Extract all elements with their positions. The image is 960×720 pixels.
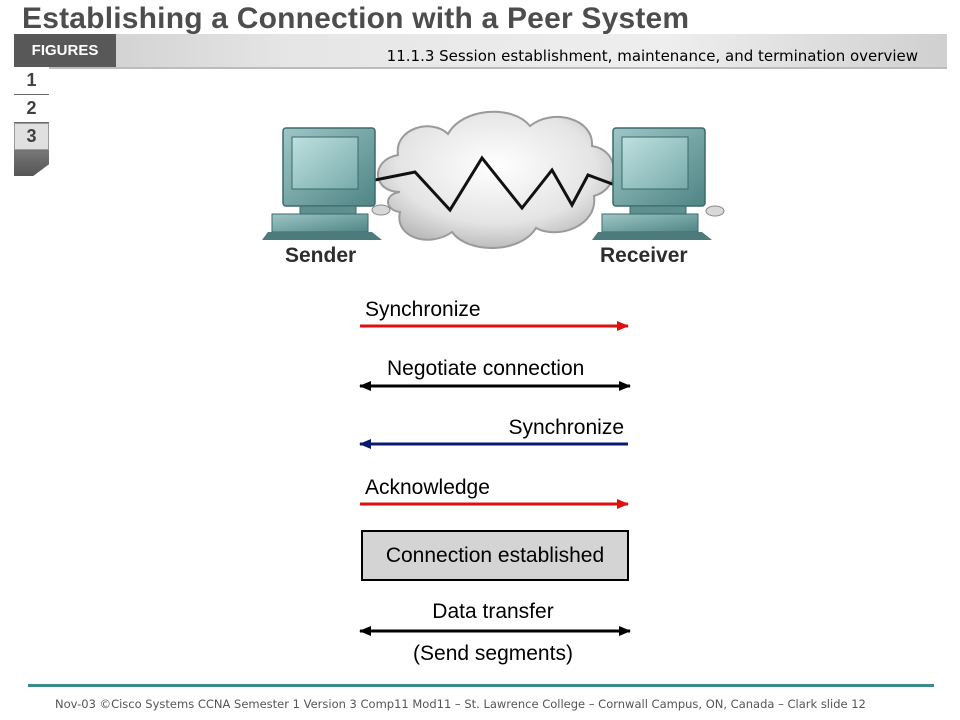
sender-label: Sender <box>285 244 356 267</box>
step-4-label: Acknowledge <box>365 476 490 499</box>
section-subtitle: 11.1.3 Session establishment, maintenanc… <box>386 47 918 65</box>
figure-nav: 1 2 3 <box>14 67 49 176</box>
data-transfer-sublabel: (Send segments) <box>413 642 573 665</box>
footer-divider <box>28 684 934 687</box>
figure-1-button[interactable]: 1 <box>14 67 49 95</box>
receiver-label: Receiver <box>600 244 688 267</box>
network-cloud-icon <box>377 110 615 249</box>
footer-text: Nov-03 ©Cisco Systems CCNA Semester 1 Ve… <box>55 697 866 711</box>
sender-computer-icon <box>262 127 391 240</box>
connection-established-label: Connection established <box>386 544 604 567</box>
figure-2-button[interactable]: 2 <box>14 95 49 123</box>
page-title: Establishing a Connection with a Peer Sy… <box>22 2 690 35</box>
section-banner <box>14 34 947 69</box>
step-3-label: Synchronize <box>508 416 624 439</box>
step-1-label: Synchronize <box>365 298 481 321</box>
figure-3-button[interactable]: 3 <box>14 123 49 150</box>
network-link-line <box>374 155 616 213</box>
figures-tab: FIGURES <box>14 34 116 67</box>
data-transfer-label: Data transfer <box>432 600 553 623</box>
receiver-computer-icon <box>592 127 725 240</box>
step-2-label: Negotiate connection <box>387 357 584 380</box>
connection-established-box <box>361 530 629 581</box>
